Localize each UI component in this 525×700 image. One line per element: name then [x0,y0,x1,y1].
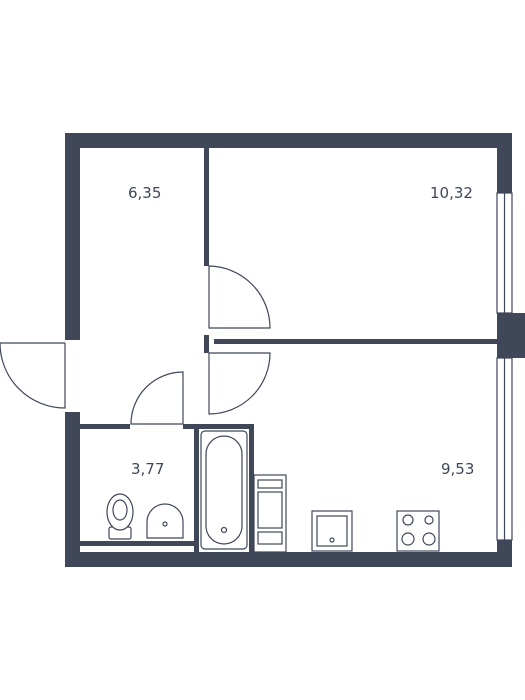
washing-machine-icon [253,474,287,553]
room-area-label: 3,77 [131,460,164,478]
window-icon [496,357,513,541]
window-icon [496,192,513,314]
right-wall-bottom [497,540,512,567]
outer-walls [65,133,525,567]
stove-icon [396,510,440,552]
door-icon[interactable] [208,265,271,329]
bathroom-wall-inner [194,424,199,552]
door-icon[interactable] [130,371,184,425]
left-wall-lower [65,412,80,567]
bathtub-icon [200,430,248,550]
sink-icon [146,503,184,539]
door-icon[interactable] [0,342,66,409]
right-wall-middle [497,313,525,358]
door-icon[interactable] [208,352,271,415]
bathroom-wall-right [249,424,254,552]
bathroom-wall-top [80,424,130,429]
room-area-label: 6,35 [128,184,161,202]
partition-wall [204,148,209,266]
room-area-label: 9,53 [441,460,474,478]
partition-wall [214,339,497,344]
right-wall-top [497,133,512,193]
kitchen-sink-icon [311,510,353,552]
bottom-wall [65,552,512,567]
interior-walls [80,148,497,552]
bathroom-wall-top [183,424,253,429]
toilet-icon [106,493,134,540]
partition-wall [204,335,209,353]
top-wall [65,133,512,148]
left-wall-upper [65,133,80,340]
room-area-label: 10,32 [430,184,473,202]
bathroom-ledge [80,541,194,546]
